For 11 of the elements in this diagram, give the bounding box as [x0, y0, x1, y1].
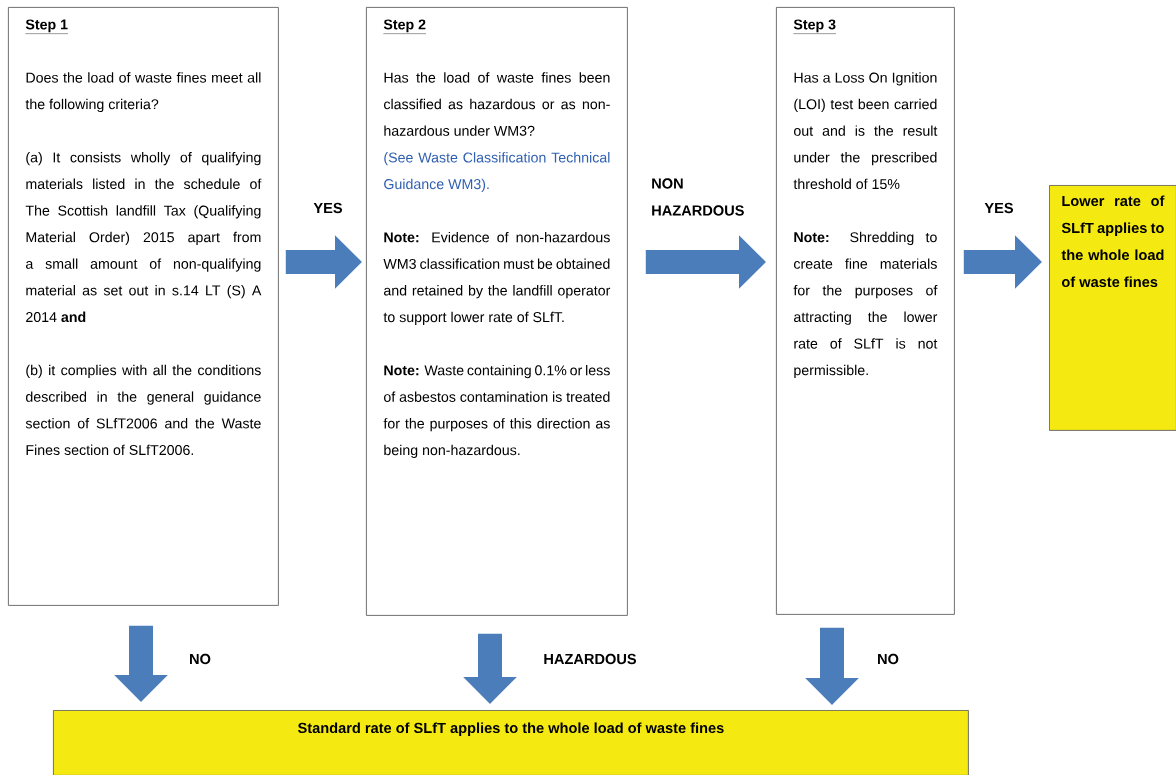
edge-label: NO — [190, 653, 211, 665]
edge-label: HAZARDOUS — [544, 653, 637, 665]
process-box: Step 1 Does the load of waste fines meet all the following criteria? (a) It consists wholly of qualifying materials listed in the schedule of The Scottish landfill Tax (Qualifying Material Order) 2015 apart from a small amount of non-qualifying material as set out in s.14 LT (S) A 2014 and (b) it complies with all the conditions described in the general guidance section of SLfT2006 and the Waste Fines section of SLfT2006. — [8, 7, 279, 606]
edge-label: YES — [984, 202, 1014, 214]
edge-label: NON HAZARDOUS — [652, 178, 744, 216]
process-box: Step 2 Has the load of waste fines been classified as hazardous or as non-hazardous under WM3? (See Waste Classification Technical Guidance WM3). Note: Evidence of non-hazardous WM3 classification must be obtained and retained by the landfill operator to support lower rate of SLfT. Note: Waste containing 0.1% or less of asbestos contamination is treated for the purposes of this direction as being non-hazardous. — [366, 7, 628, 616]
edge-label: NO — [878, 653, 899, 665]
edge-label: YES — [313, 202, 343, 214]
outcome-box: Standard rate of SLfT applies to the whole load of waste fines — [53, 710, 969, 775]
outcome-box: Lower rate of SLfT applies to the whole load of waste fines — [1049, 185, 1176, 431]
process-box: Step 3 Has a Loss On Ignition (LOI) test been carried out and is the result under the prescribed threshold of 15% Note: Shredding to create fine materials for the purposes of attracting the lower rate of SLfT is not permissible. — [776, 7, 955, 615]
